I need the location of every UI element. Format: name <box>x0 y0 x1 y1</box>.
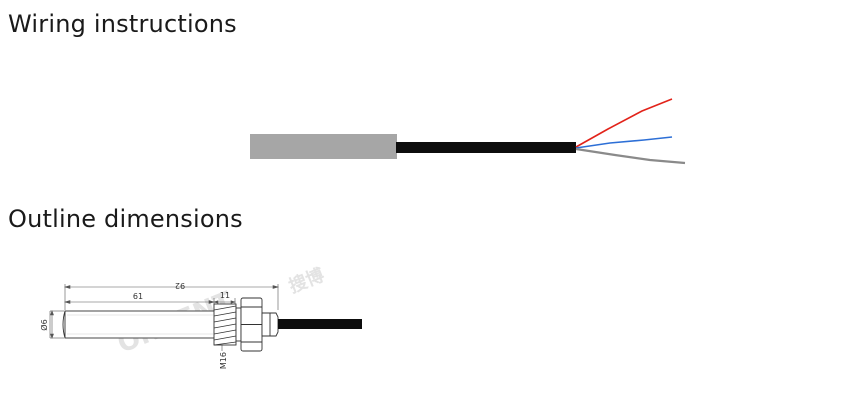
dimension-label-thread-length: 11 <box>220 291 230 300</box>
threaded-section <box>213 303 237 346</box>
wiring-diagram <box>250 98 686 165</box>
extension-lines <box>49 284 279 339</box>
dimension-lines <box>50 285 280 351</box>
cable-sheath <box>396 142 576 153</box>
wire-red <box>575 98 673 148</box>
hex-fitting <box>235 297 279 352</box>
dimension-label-diameter: Ø6 <box>39 319 49 330</box>
outline-cable <box>278 319 362 329</box>
sensor-probe-body <box>250 134 397 159</box>
dimension-label-total: 92 <box>175 281 185 290</box>
watermark-cn: 搜博 <box>286 264 328 298</box>
wire-gray <box>575 147 686 165</box>
outline-dimensions-heading: Outline dimensions <box>8 205 243 233</box>
outline-dimensions-drawing: ONBENT 搜博 92 61 11 Ø6 M16 <box>39 264 362 369</box>
dimension-label-thread: M16 <box>219 352 228 369</box>
wiring-instructions-heading: Wiring instructions <box>8 10 237 38</box>
wire-blue <box>575 136 673 149</box>
probe-tube <box>62 310 216 339</box>
dimension-label-probe: 61 <box>133 292 143 301</box>
watermark-cn-text: 搜博 <box>286 264 328 298</box>
